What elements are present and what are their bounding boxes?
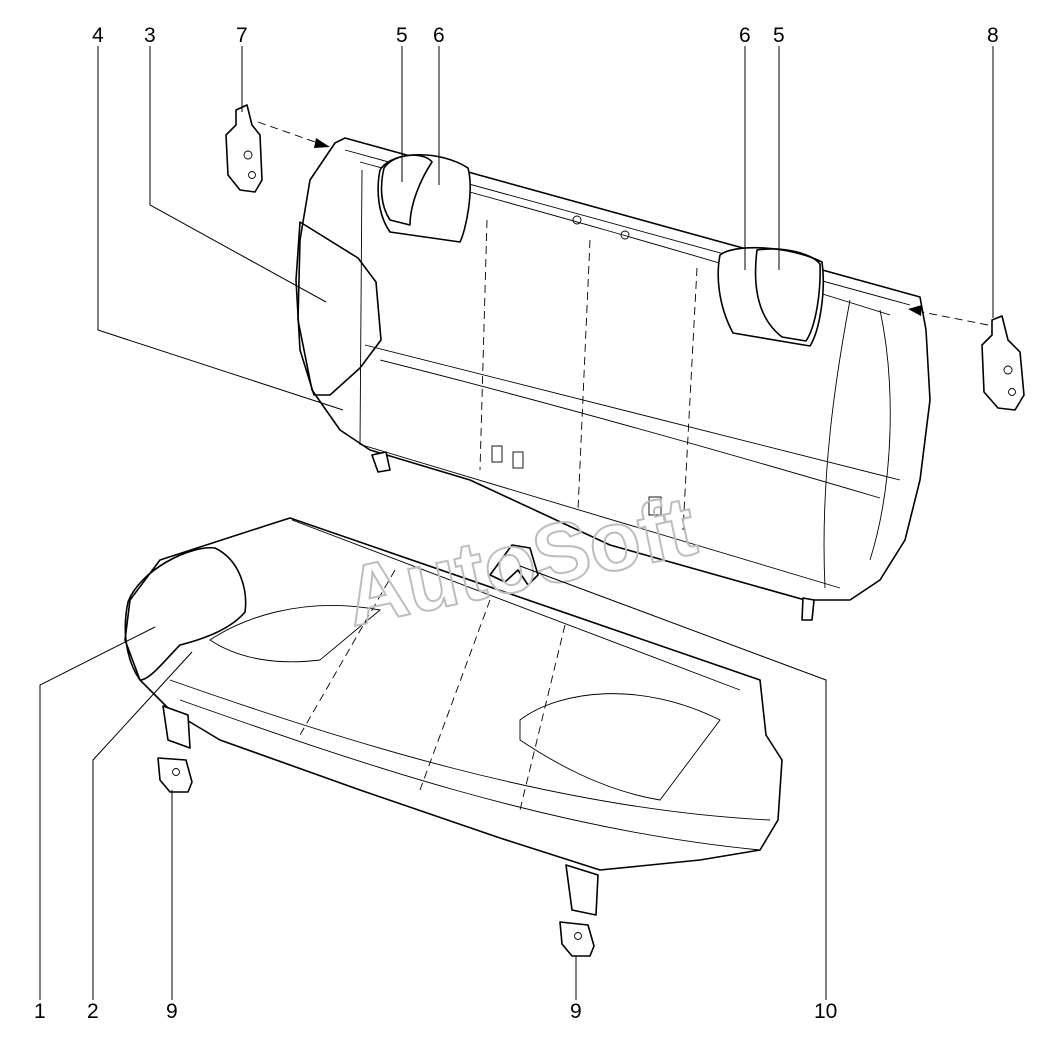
seat-latch-right <box>559 921 595 957</box>
seat-side-pad <box>124 547 247 681</box>
callout-5-right: 5 <box>773 24 785 47</box>
seat-leg-right <box>565 864 599 916</box>
backrest-bottom-edge <box>361 444 841 589</box>
seat-leg-left <box>162 705 191 749</box>
seat-left-pocket <box>209 604 382 663</box>
callout-6-left: 6 <box>433 24 445 47</box>
hinge-bracket-right <box>981 315 1025 411</box>
backrest-bolt-2 <box>620 230 630 240</box>
seat-panel-line-2 <box>419 599 491 791</box>
seat-right-pocket <box>519 693 721 801</box>
arrow-line-right <box>921 311 989 326</box>
callout-9-right: 9 <box>570 1000 582 1023</box>
backrest-right-edge <box>869 309 891 561</box>
seat-panel-line-3 <box>519 624 566 811</box>
headrest-left-pad <box>380 154 433 226</box>
callout-10: 10 <box>814 1000 837 1023</box>
callout-7: 7 <box>236 24 248 47</box>
headrest-right <box>717 246 825 347</box>
backrest-panel-line-3 <box>682 267 698 531</box>
backrest <box>295 137 931 621</box>
callout-9-left: 9 <box>166 1000 178 1023</box>
seat-cushion-outline <box>124 517 783 871</box>
backrest-lower-seam-2 <box>379 359 881 499</box>
backrest-foot-right <box>801 597 815 621</box>
seat-latch-left <box>157 757 193 793</box>
backrest-buckle-slot-2 <box>512 451 524 469</box>
arrow-line-left <box>257 121 319 144</box>
backrest-side-pad <box>295 221 382 396</box>
callout-6-right: 6 <box>739 24 751 47</box>
backrest-buckle-slot-3 <box>648 496 662 516</box>
callout-2: 2 <box>87 1000 99 1023</box>
backrest-buckle-slot-1 <box>491 445 503 463</box>
headrest-right-pad <box>754 248 821 342</box>
callout-8: 8 <box>987 24 999 47</box>
callout-3: 3 <box>144 24 156 47</box>
arrow-head-right <box>908 305 922 316</box>
callouts: 4 3 7 5 6 6 5 8 1 2 9 9 10 <box>34 24 999 1023</box>
seat-front-edge <box>179 699 761 851</box>
backrest-left-bolster <box>359 169 363 446</box>
callout-4: 4 <box>92 24 104 47</box>
backrest-panel-line-2 <box>577 239 591 511</box>
headrest-left <box>377 153 471 243</box>
seat-panel-line-1 <box>299 569 396 736</box>
backrest-right-bolster <box>823 299 851 589</box>
leader-lines <box>39 46 994 1000</box>
backrest-foot-left <box>371 451 391 473</box>
seat-cushion <box>124 517 783 916</box>
backrest-panel-line-1 <box>479 219 488 471</box>
seat-front-edge-2 <box>169 679 771 821</box>
callout-5-left: 5 <box>396 24 408 47</box>
backrest-bolt-1 <box>572 215 582 225</box>
seat-belt-buckle <box>489 544 539 586</box>
arrow-head-left <box>314 138 330 148</box>
seat-rear-edge <box>291 519 741 691</box>
callout-1: 1 <box>34 1000 46 1023</box>
hinge-bracket-left <box>225 104 263 193</box>
